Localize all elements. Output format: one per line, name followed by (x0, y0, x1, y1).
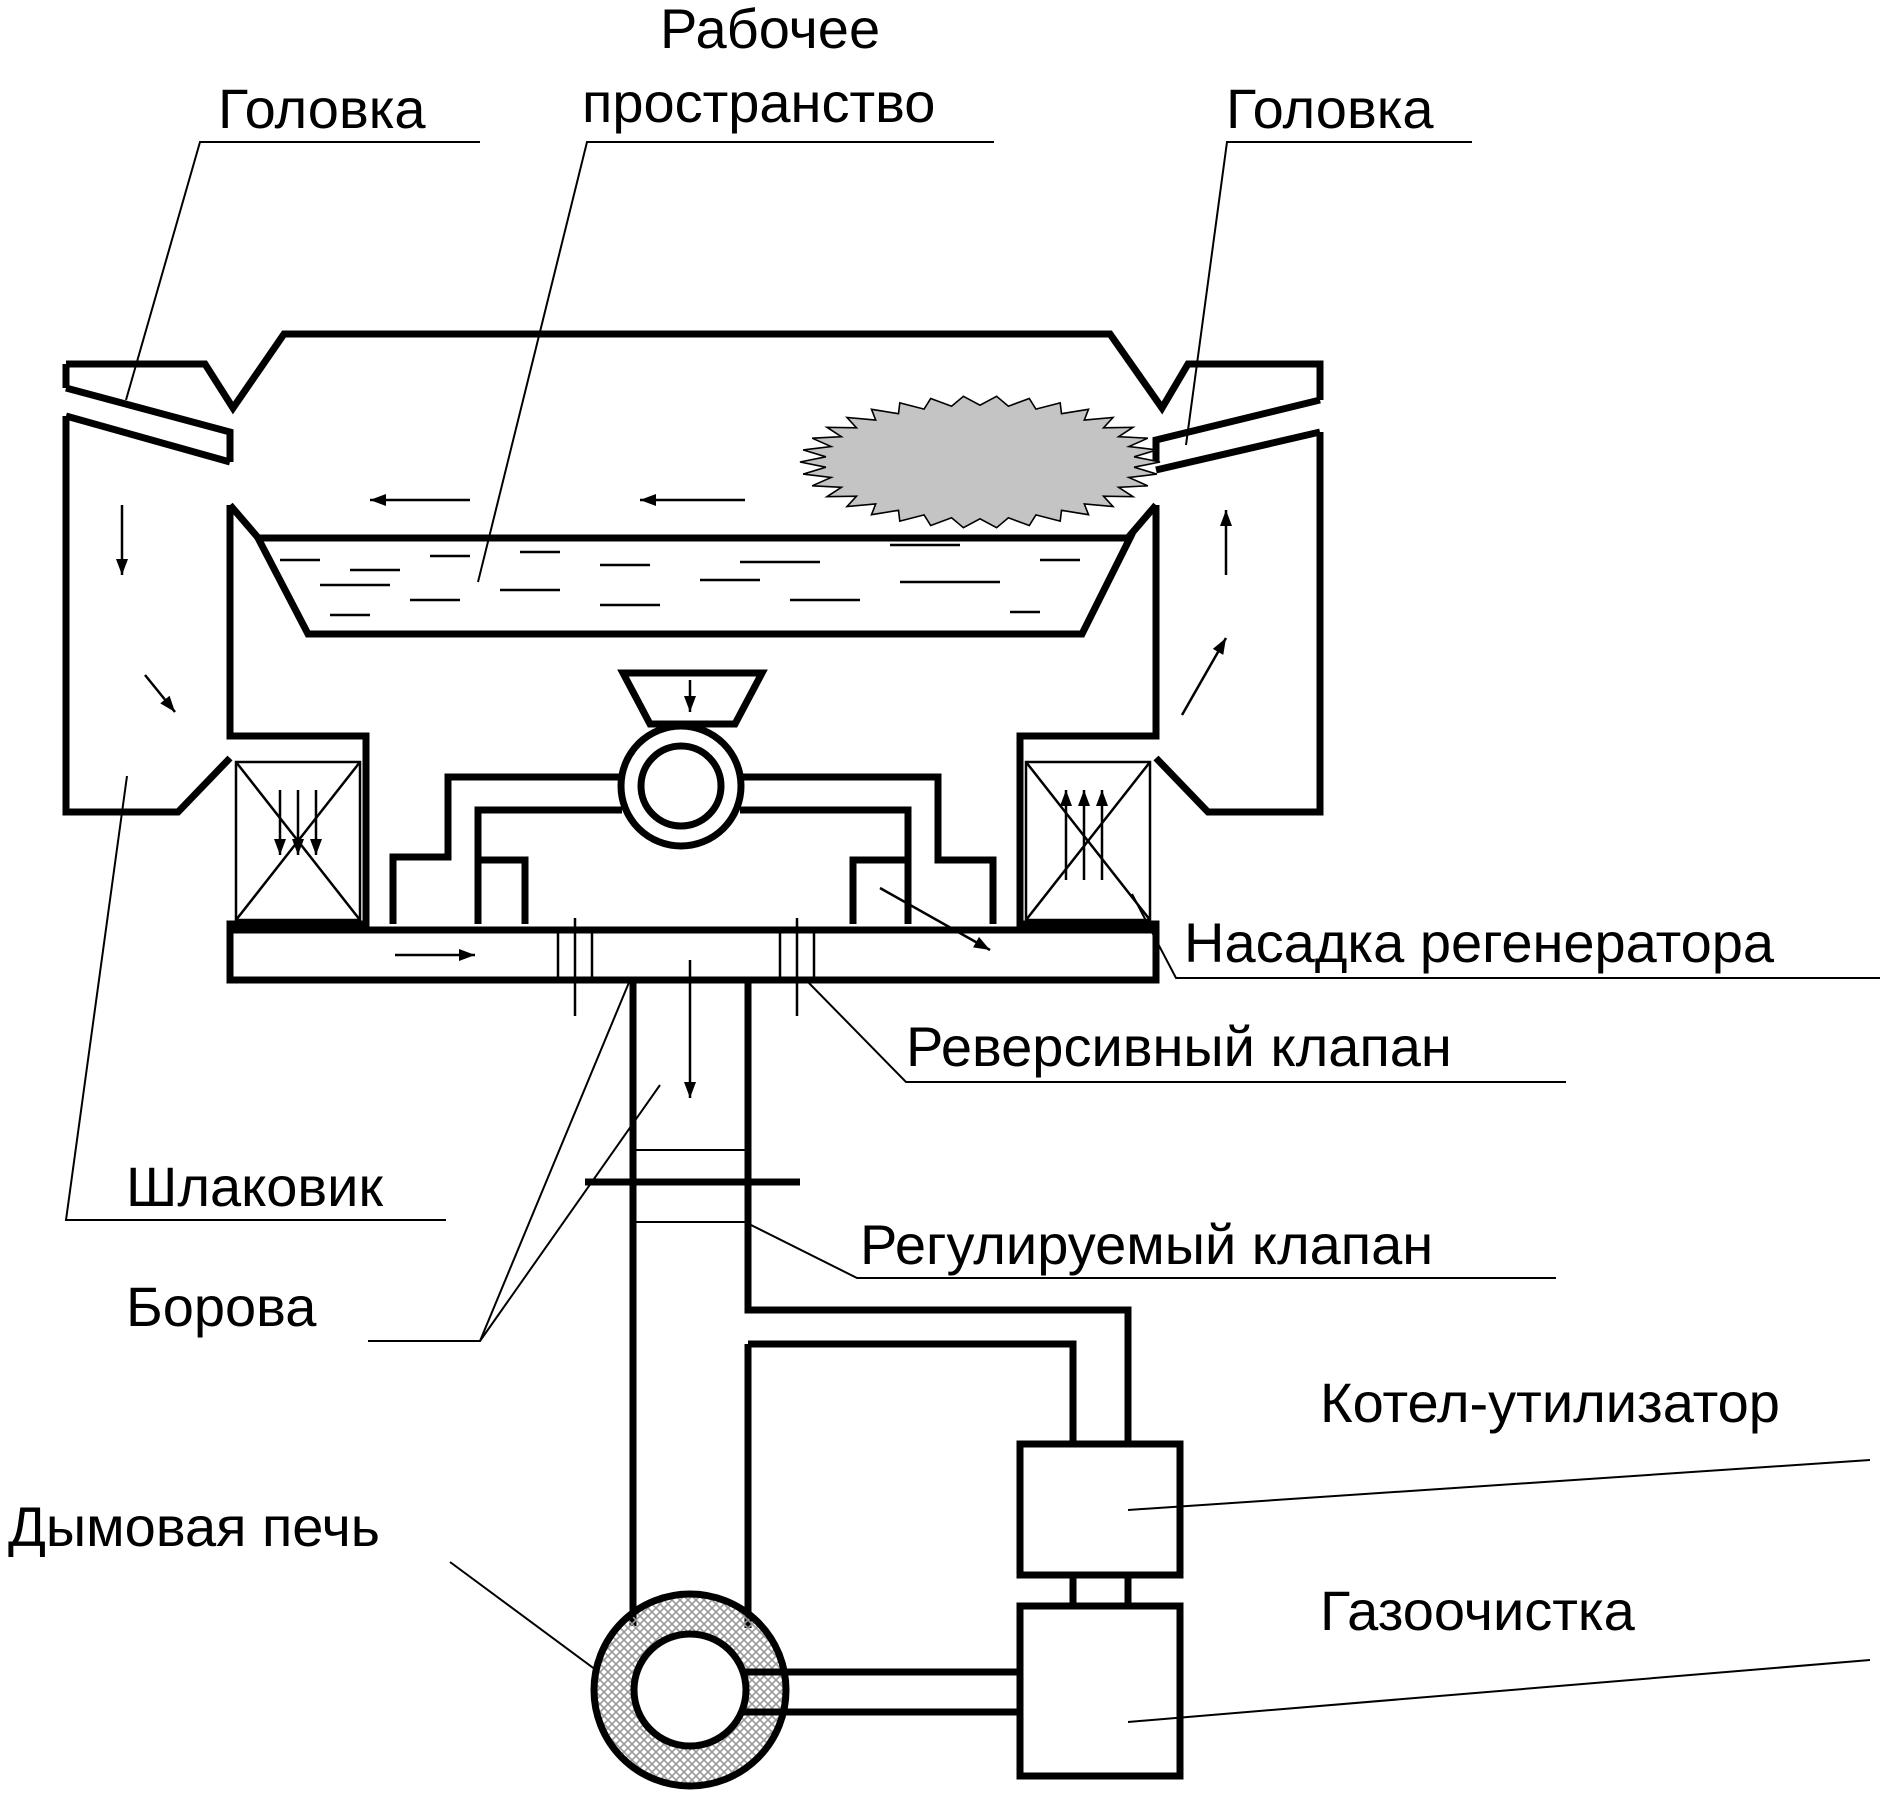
metal-bath (252, 534, 1136, 638)
flow-arrow-head (1060, 790, 1072, 806)
reversing-valves (556, 918, 816, 1016)
gas-cleaning-unit (1016, 1602, 1184, 1780)
drive-outer-ring (617, 722, 745, 850)
waste-heat-boiler (1016, 1440, 1184, 1579)
gas-flow-arrows (116, 494, 1232, 1098)
flow-arrow-head (1212, 638, 1226, 655)
leader-gas-cleaning (1127, 1659, 1871, 1723)
label-head-right: Головка (1226, 77, 1434, 140)
label-reversing-valve: Реверсивный клапан (906, 1015, 1452, 1078)
leader-head-right (1185, 141, 1472, 446)
leader-adjustable-valve (744, 1221, 1556, 1279)
right-head-port (1152, 396, 1321, 462)
flow-arrow-shaft (879, 886, 991, 952)
labels: Головка Рабочее пространство Головка Нас… (8, 0, 1780, 1642)
leader-boiler (1127, 1459, 1871, 1511)
flow-arrow-head (1096, 790, 1108, 806)
leader-flues-b (479, 1084, 661, 1342)
flow-arrow-head (1078, 790, 1090, 806)
charging-hopper (617, 669, 768, 850)
flow-arrow-head (160, 695, 175, 712)
drive-inner-ring (637, 742, 725, 830)
flow-arrow-head (116, 559, 128, 575)
label-work-space-2: пространство (582, 71, 935, 134)
leader-flues-a (368, 979, 631, 1342)
flow-arrow-head (1220, 510, 1232, 526)
label-regenerator: Насадка регенератора (1184, 911, 1775, 974)
adjustable-valve-mark (585, 1149, 800, 1223)
flow-arrow-head (370, 494, 386, 506)
label-flues: Борова (126, 1275, 317, 1338)
label-waste-heat-boiler: Котел-утилизатор (1320, 1371, 1780, 1434)
leader-head-left (125, 141, 480, 401)
label-chimney: Дымовая печь (8, 1495, 380, 1558)
internal-ducts (389, 773, 997, 924)
furnace-body (62, 330, 1324, 984)
flame (799, 395, 1161, 529)
flow-arrow-head (684, 696, 696, 712)
leader-regenerator (1131, 893, 1880, 979)
label-slag-pocket: Шлаковик (126, 1155, 383, 1218)
leader-lines (64, 141, 1880, 1723)
regenerator-right (1024, 760, 1152, 922)
leader-chimney (449, 1561, 597, 1671)
leader-reversing-valve (805, 979, 1566, 1083)
flow-arrow-head (310, 839, 322, 855)
label-head-left: Головка (218, 77, 426, 140)
flow-arrow-head (684, 1082, 696, 1098)
left-head-port (65, 384, 234, 462)
flow-arrow-head (640, 494, 656, 506)
leader-slag (64, 775, 446, 1221)
flow-arrow-head (292, 839, 304, 855)
leader-work-space (477, 141, 994, 583)
label-adjustable-valve: Регулируемый клапан (860, 1213, 1433, 1276)
chimney (590, 1590, 1020, 1790)
vertical-flue (629, 980, 1132, 1628)
label-work-space-1: Рабочее (660, 0, 880, 60)
flow-arrow-head (274, 839, 286, 855)
label-gas-cleaning: Газоочистка (1320, 1579, 1636, 1642)
flow-arrow-head (459, 949, 475, 961)
flow-arrow-head (973, 936, 990, 950)
